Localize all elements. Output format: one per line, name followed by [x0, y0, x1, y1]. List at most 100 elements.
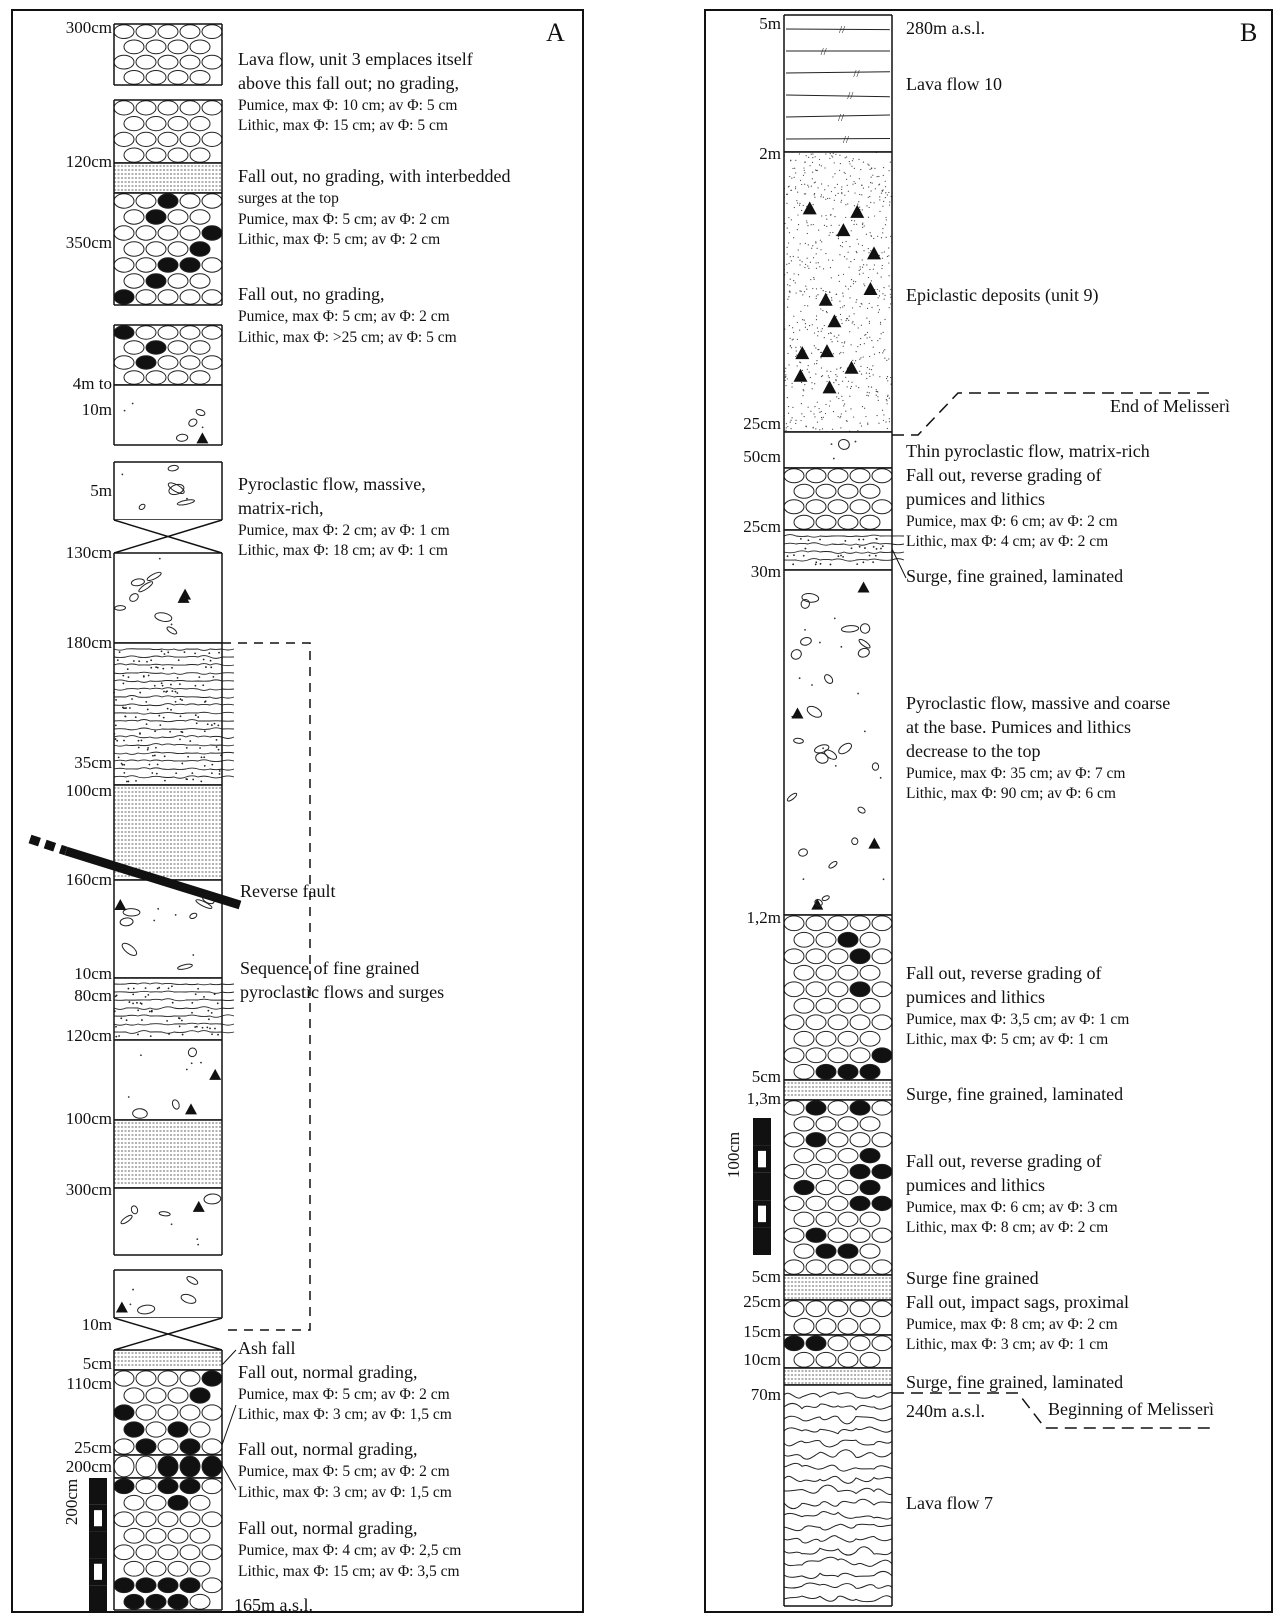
epiclastic-dot: [841, 319, 842, 320]
epiclastic-dot: [856, 385, 857, 386]
epiclastic-dot: [823, 268, 824, 269]
pumice-clast: [168, 1388, 188, 1403]
epiclastic-dot: [801, 382, 802, 383]
epiclastic-dot: [817, 170, 818, 171]
lithic-clast: [114, 326, 134, 340]
unit-fall: [784, 915, 892, 1080]
epiclastic-dot: [877, 273, 878, 274]
matrix-dot: [822, 747, 824, 749]
surge-dot: [195, 993, 197, 995]
description-line: Fall out, impact sags, proximal: [906, 1291, 1129, 1315]
description-detail: Pumice, max Φ: 2 cm; av Φ: 1 cm: [238, 521, 450, 542]
depth-label: 10m: [82, 1316, 112, 1333]
surge-dot: [150, 1035, 152, 1037]
surge-dot: [179, 738, 181, 740]
description-line: Fall out, reverse grading of: [906, 1150, 1118, 1174]
unit-break: [114, 520, 222, 553]
unit-fallL: [114, 24, 222, 85]
epiclastic-dot: [840, 368, 841, 369]
epiclastic-dot: [799, 330, 800, 331]
lithic-clast: [114, 1479, 134, 1494]
pumice-clast: [794, 965, 814, 980]
surge-dot: [161, 682, 163, 684]
pumice-clast: [794, 484, 814, 498]
epiclastic-dot: [880, 324, 881, 325]
epiclastic-dot: [842, 246, 843, 247]
epiclastic-dot: [845, 157, 846, 158]
pumice-clast: [828, 500, 848, 514]
surge-dot: [204, 730, 206, 732]
description-line: Surge fine grained: [906, 1267, 1129, 1291]
epiclastic-dot: [803, 390, 804, 391]
epiclastic-dot: [849, 163, 850, 164]
epiclastic-dot: [807, 225, 808, 226]
pumice-clast: [816, 1117, 836, 1131]
surge-dot: [181, 763, 183, 765]
epiclastic-dot: [882, 228, 883, 229]
epiclastic-dot: [785, 368, 786, 369]
epiclastic-dot: [850, 344, 851, 345]
epiclastic-dot: [871, 387, 872, 388]
surge-dot: [200, 781, 202, 783]
epiclastic-dot: [869, 269, 870, 270]
epiclastic-dot: [833, 382, 834, 383]
matrix-dot: [157, 908, 159, 910]
epiclastic-dot: [840, 314, 841, 315]
epiclastic-dot: [795, 356, 796, 357]
epiclastic-dot: [881, 192, 882, 193]
unit-fall: [114, 325, 222, 385]
depth-label: 120cm: [66, 1027, 112, 1044]
epiclastic-dot: [873, 202, 874, 203]
epiclastic-dot: [885, 181, 886, 182]
epiclastic-dot: [838, 398, 839, 399]
epiclastic-dot: [817, 335, 818, 336]
unit-fill: [114, 1120, 222, 1188]
epiclastic-dot: [839, 225, 840, 226]
scale-segment: [89, 1532, 107, 1559]
unit-fill: [114, 1040, 222, 1120]
surge-dot: [202, 1027, 204, 1029]
epiclastic-dot: [866, 378, 867, 379]
epiclastic-dot: [877, 176, 878, 177]
epiclastic-dot: [869, 369, 870, 370]
matrix-dot: [811, 684, 813, 686]
epiclastic-dot: [799, 153, 800, 154]
surge-dot: [171, 690, 173, 692]
pumice-clast: [794, 515, 814, 529]
pumice-clast: [168, 274, 188, 288]
pumice-clast: [872, 1336, 892, 1351]
epiclastic-dot: [825, 199, 826, 200]
epiclastic-dot: [787, 299, 788, 300]
surge-dot: [792, 563, 794, 565]
surge-dot: [139, 692, 141, 694]
matrix-dot: [803, 878, 805, 880]
epiclastic-dot: [877, 305, 878, 306]
surge-dot: [185, 778, 187, 780]
epiclastic-dot: [830, 215, 831, 216]
surge-dot: [123, 740, 125, 742]
epiclastic-dot: [815, 156, 816, 157]
surge-dot: [164, 653, 166, 655]
epiclastic-dot: [864, 335, 865, 336]
description-line: Surge, fine grained, laminated: [906, 1083, 1123, 1107]
scale-segment: [753, 1118, 771, 1145]
epiclastic-dot: [835, 379, 836, 380]
epiclastic-dot: [831, 297, 832, 298]
epiclastic-dot: [818, 349, 819, 350]
surge-dot: [128, 676, 130, 678]
epiclastic-dot: [866, 337, 867, 338]
epiclastic-dot: [840, 427, 841, 428]
epiclastic-dot: [815, 169, 816, 170]
surge-dot: [123, 764, 125, 766]
surge-dot: [147, 749, 149, 751]
surge-dot: [156, 773, 158, 775]
surge-dot: [844, 540, 846, 542]
lithic-clast: [180, 1578, 200, 1593]
epiclastic-dot: [787, 227, 788, 228]
epiclastic-dot: [821, 183, 822, 184]
epiclastic-dot: [878, 423, 879, 424]
unit-description: Reverse fault: [240, 880, 335, 904]
epiclastic-dot: [812, 171, 813, 172]
epiclastic-dot: [804, 319, 805, 320]
